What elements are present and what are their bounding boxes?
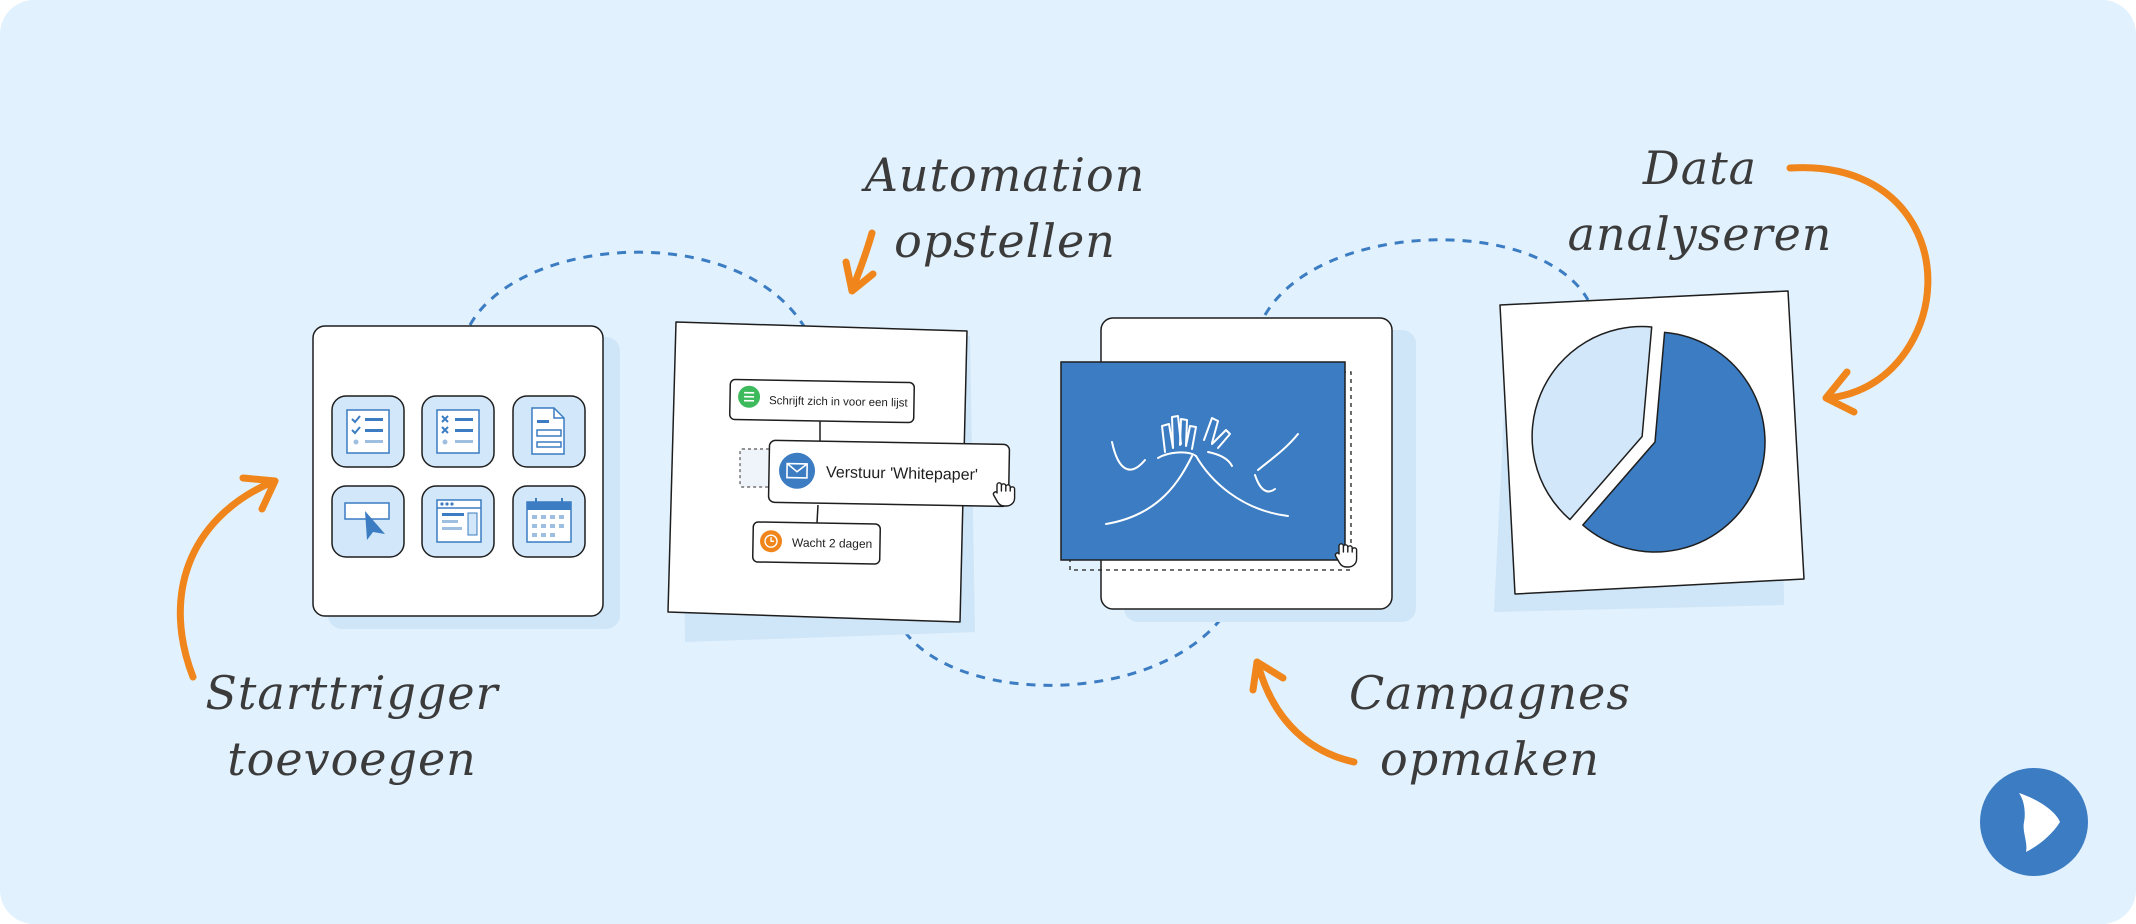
hand-cursor-icon (1334, 543, 1358, 568)
step-label-campagnes: Campagnes opmaken (1345, 660, 1635, 792)
step-label-starttrigger-line1: Starttrigger (205, 666, 499, 720)
arrow-to-starttrigger (176, 474, 279, 681)
document-icon (531, 407, 565, 455)
orange-arrows (176, 164, 1932, 766)
hand-cursor-icon (992, 482, 1016, 507)
card-starttrigger (312, 325, 620, 629)
trigger-tile-webpage[interactable] (421, 485, 495, 558)
crosslist-icon (436, 409, 480, 454)
trigger-tile-calendar[interactable] (512, 485, 586, 558)
step-label-campagnes-line1: Campagnes (1348, 666, 1631, 720)
trigger-tile-checklist[interactable] (331, 395, 405, 468)
arrow-to-campagnes (1249, 658, 1358, 766)
arrow-to-automation (842, 229, 877, 295)
checklist-icon (346, 409, 390, 454)
workflow-node-wait[interactable]: Wacht 2 dagen (751, 521, 882, 565)
workflow-node-send-whitepaper-text: Verstuur 'Whitepaper' (826, 464, 978, 484)
brand-logo-icon[interactable] (1980, 768, 2088, 876)
connector-arc-3 (1263, 238, 1590, 316)
trigger-tile-cursor-click[interactable] (331, 485, 405, 558)
high-five-icon (1105, 415, 1299, 525)
card-body (312, 325, 604, 617)
step-label-data-line2: analyseren (1567, 207, 1833, 261)
workflow-node-subscribe[interactable]: Schrijft zich in voor een lijst (729, 378, 915, 424)
step-label-automation-line2: opstellen (894, 214, 1116, 268)
pie-slice-2 (1531, 325, 1653, 521)
step-label-starttrigger: Starttrigger toevoegen (202, 660, 502, 792)
pie-chart (1531, 325, 1766, 553)
step-label-data-line1: Data (1642, 141, 1758, 195)
card-automation: Schrijft zich in voor een lijst Verstuur… (667, 321, 1016, 642)
step-label-campagnes-line2: opmaken (1380, 732, 1600, 786)
campaign-image[interactable] (1060, 361, 1346, 561)
workflow-node-subscribe-text: Schrijft zich in voor een lijst (769, 395, 909, 409)
card-campagnes (1060, 317, 1416, 622)
calendar-icon (526, 498, 572, 543)
cursor-click-icon (344, 502, 390, 540)
trigger-tile-crosslist[interactable] (421, 395, 495, 468)
step-label-automation-line1: Automation (864, 148, 1146, 202)
card-data (1494, 290, 1805, 612)
clock-icon (760, 530, 783, 553)
step-label-data: Data analyseren (1555, 135, 1845, 267)
workflow-node-wait-text: Wacht 2 dagen (792, 536, 873, 551)
step-label-automation: Automation opstellen (860, 142, 1150, 274)
workflow-node-send-whitepaper[interactable]: Verstuur 'Whitepaper' (767, 439, 1011, 508)
arrow-to-data (1786, 164, 1932, 416)
connector-arc-2 (903, 619, 1222, 687)
pie-slice-1 (1582, 331, 1766, 553)
step-label-starttrigger-line2: toevoegen (227, 732, 477, 786)
list-icon (738, 385, 761, 408)
connector-arc-1 (468, 250, 807, 329)
trigger-tile-document[interactable] (512, 395, 586, 468)
connector-arcs (468, 238, 1590, 687)
webpage-icon (436, 499, 482, 543)
envelope-icon (779, 452, 816, 489)
